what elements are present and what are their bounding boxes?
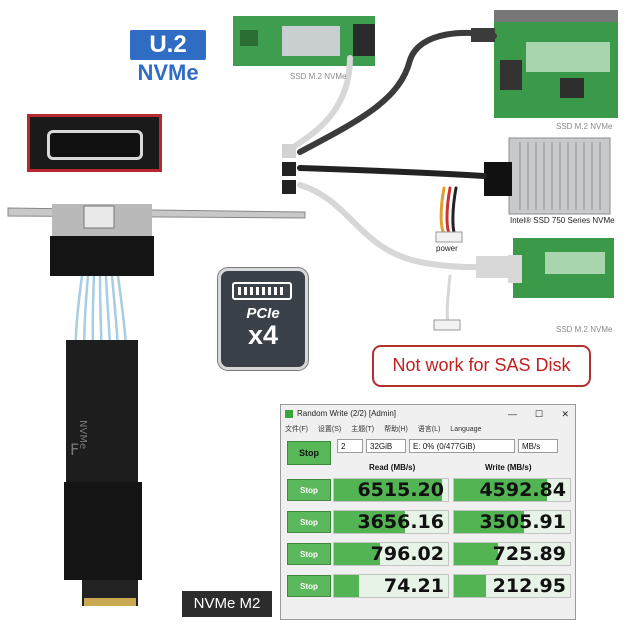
pcie-text: PCIe <box>246 305 280 322</box>
power-connector <box>435 231 463 243</box>
caption-ssd-m2-bottom: SSD M.2 NVMe <box>556 325 613 334</box>
window-titlebar: Random Write (2/2) [Admin] — ☐ ✕ <box>281 405 575 423</box>
pcie-x4-badge: PCIe x4 <box>218 268 308 370</box>
stop-button-seq1m[interactable]: Stop <box>287 479 331 501</box>
read-cell: 74.21 <box>333 574 449 598</box>
u2-badge-text: U.2 <box>130 30 206 60</box>
sff-port-icon <box>47 130 143 160</box>
write-cell: 725.89 <box>453 542 571 566</box>
caption-ssd-m2-right: SSD M.2 NVMe <box>556 122 613 131</box>
write-header: Write (MB/s) <box>485 463 532 472</box>
menu-language[interactable]: 语言(L) <box>417 426 441 433</box>
benchmark-controls: 2 32GiB E: 0% (0/477GiB) MB/s <box>337 439 558 455</box>
count-select[interactable]: 2 <box>337 439 363 453</box>
write-level-bar <box>454 575 487 597</box>
caption-power: power <box>436 244 458 253</box>
drive-select[interactable]: E: 0% (0/477GiB) <box>409 439 515 453</box>
benchmark-window: Random Write (2/2) [Admin] — ☐ ✕ 文件(F) 设… <box>280 404 576 620</box>
write-level-bar <box>454 511 524 533</box>
menu-help[interactable]: 帮助(H) <box>384 426 408 433</box>
write-cell: 212.95 <box>453 574 571 598</box>
write-level-bar <box>454 479 547 501</box>
read-cell: 3656.16 <box>333 510 449 534</box>
read-level-bar <box>334 575 360 597</box>
power-connector-bottom <box>433 319 461 331</box>
svg-text:NVMe: NVMe <box>77 420 88 449</box>
app-icon <box>285 410 293 418</box>
read-level-bar <box>334 479 443 501</box>
m2-board-top <box>233 16 375 66</box>
stop-button-rnd4k-q32[interactable]: Stop <box>287 543 331 565</box>
u2-nvme-badge: U.2 NVMe <box>130 30 208 90</box>
pcie-bracket-adapter <box>7 204 306 276</box>
read-cell: 6515.20 <box>333 478 449 502</box>
menu-language-en[interactable]: Language <box>450 426 482 433</box>
m2-card: NVMe F <box>64 340 142 606</box>
sas-warning-box: Not work for SAS Disk <box>372 345 591 387</box>
read-cell: 796.02 <box>333 542 449 566</box>
menu-settings[interactable]: 设置(S) <box>317 426 342 433</box>
write-cell: 3505.91 <box>453 510 571 534</box>
read-header: Read (MB/s) <box>369 463 416 472</box>
maximize-icon[interactable]: ☐ <box>534 409 543 419</box>
stop-all-button[interactable]: Stop <box>287 441 331 465</box>
menu-theme[interactable]: 主题(T) <box>351 426 375 433</box>
caption-ssd-m2-top: SSD M.2 NVMe <box>290 72 347 81</box>
connector-closeup <box>27 114 162 172</box>
read-value: 796.02 <box>370 543 444 565</box>
svg-text:F: F <box>70 440 79 459</box>
pcie-slot-icon <box>232 282 292 300</box>
write-value: 212.95 <box>492 575 566 597</box>
write-cell: 4592.84 <box>453 478 571 502</box>
caption-intel-ssd: Intel® SSD 750 Series NVMe <box>510 216 615 225</box>
read-level-bar <box>334 511 405 533</box>
write-value: 4592.84 <box>479 479 566 501</box>
m2-board-bottom <box>508 238 614 298</box>
nvme-m2-label: NVMe M2 <box>182 591 272 617</box>
write-level-bar <box>454 543 499 565</box>
read-value: 74.21 <box>383 575 444 597</box>
nvme-badge-text: NVMe <box>137 60 199 85</box>
intel-ssd-750 <box>484 137 611 215</box>
write-value: 3505.91 <box>479 511 566 533</box>
x4-text: x4 <box>247 320 279 350</box>
window-title: Random Write (2/2) [Admin] <box>297 409 396 418</box>
read-value: 6515.20 <box>357 479 444 501</box>
read-level-bar <box>334 543 380 565</box>
stop-button-rnd4k-q1[interactable]: Stop <box>287 575 331 597</box>
u2-adapter-board-top <box>494 10 618 118</box>
stop-button-seq128k[interactable]: Stop <box>287 511 331 533</box>
menu-bar: 文件(F) 设置(S) 主题(T) 帮助(H) 语言(L) Language <box>281 423 575 437</box>
minimize-icon[interactable]: — <box>508 409 517 419</box>
cable-ferrules <box>282 28 512 278</box>
read-value: 3656.16 <box>357 511 444 533</box>
menu-file[interactable]: 文件(F) <box>285 426 308 433</box>
size-select[interactable]: 32GiB <box>366 439 406 453</box>
close-icon[interactable]: ✕ <box>561 409 569 419</box>
write-value: 725.89 <box>492 543 566 565</box>
unit-select[interactable]: MB/s <box>518 439 558 453</box>
